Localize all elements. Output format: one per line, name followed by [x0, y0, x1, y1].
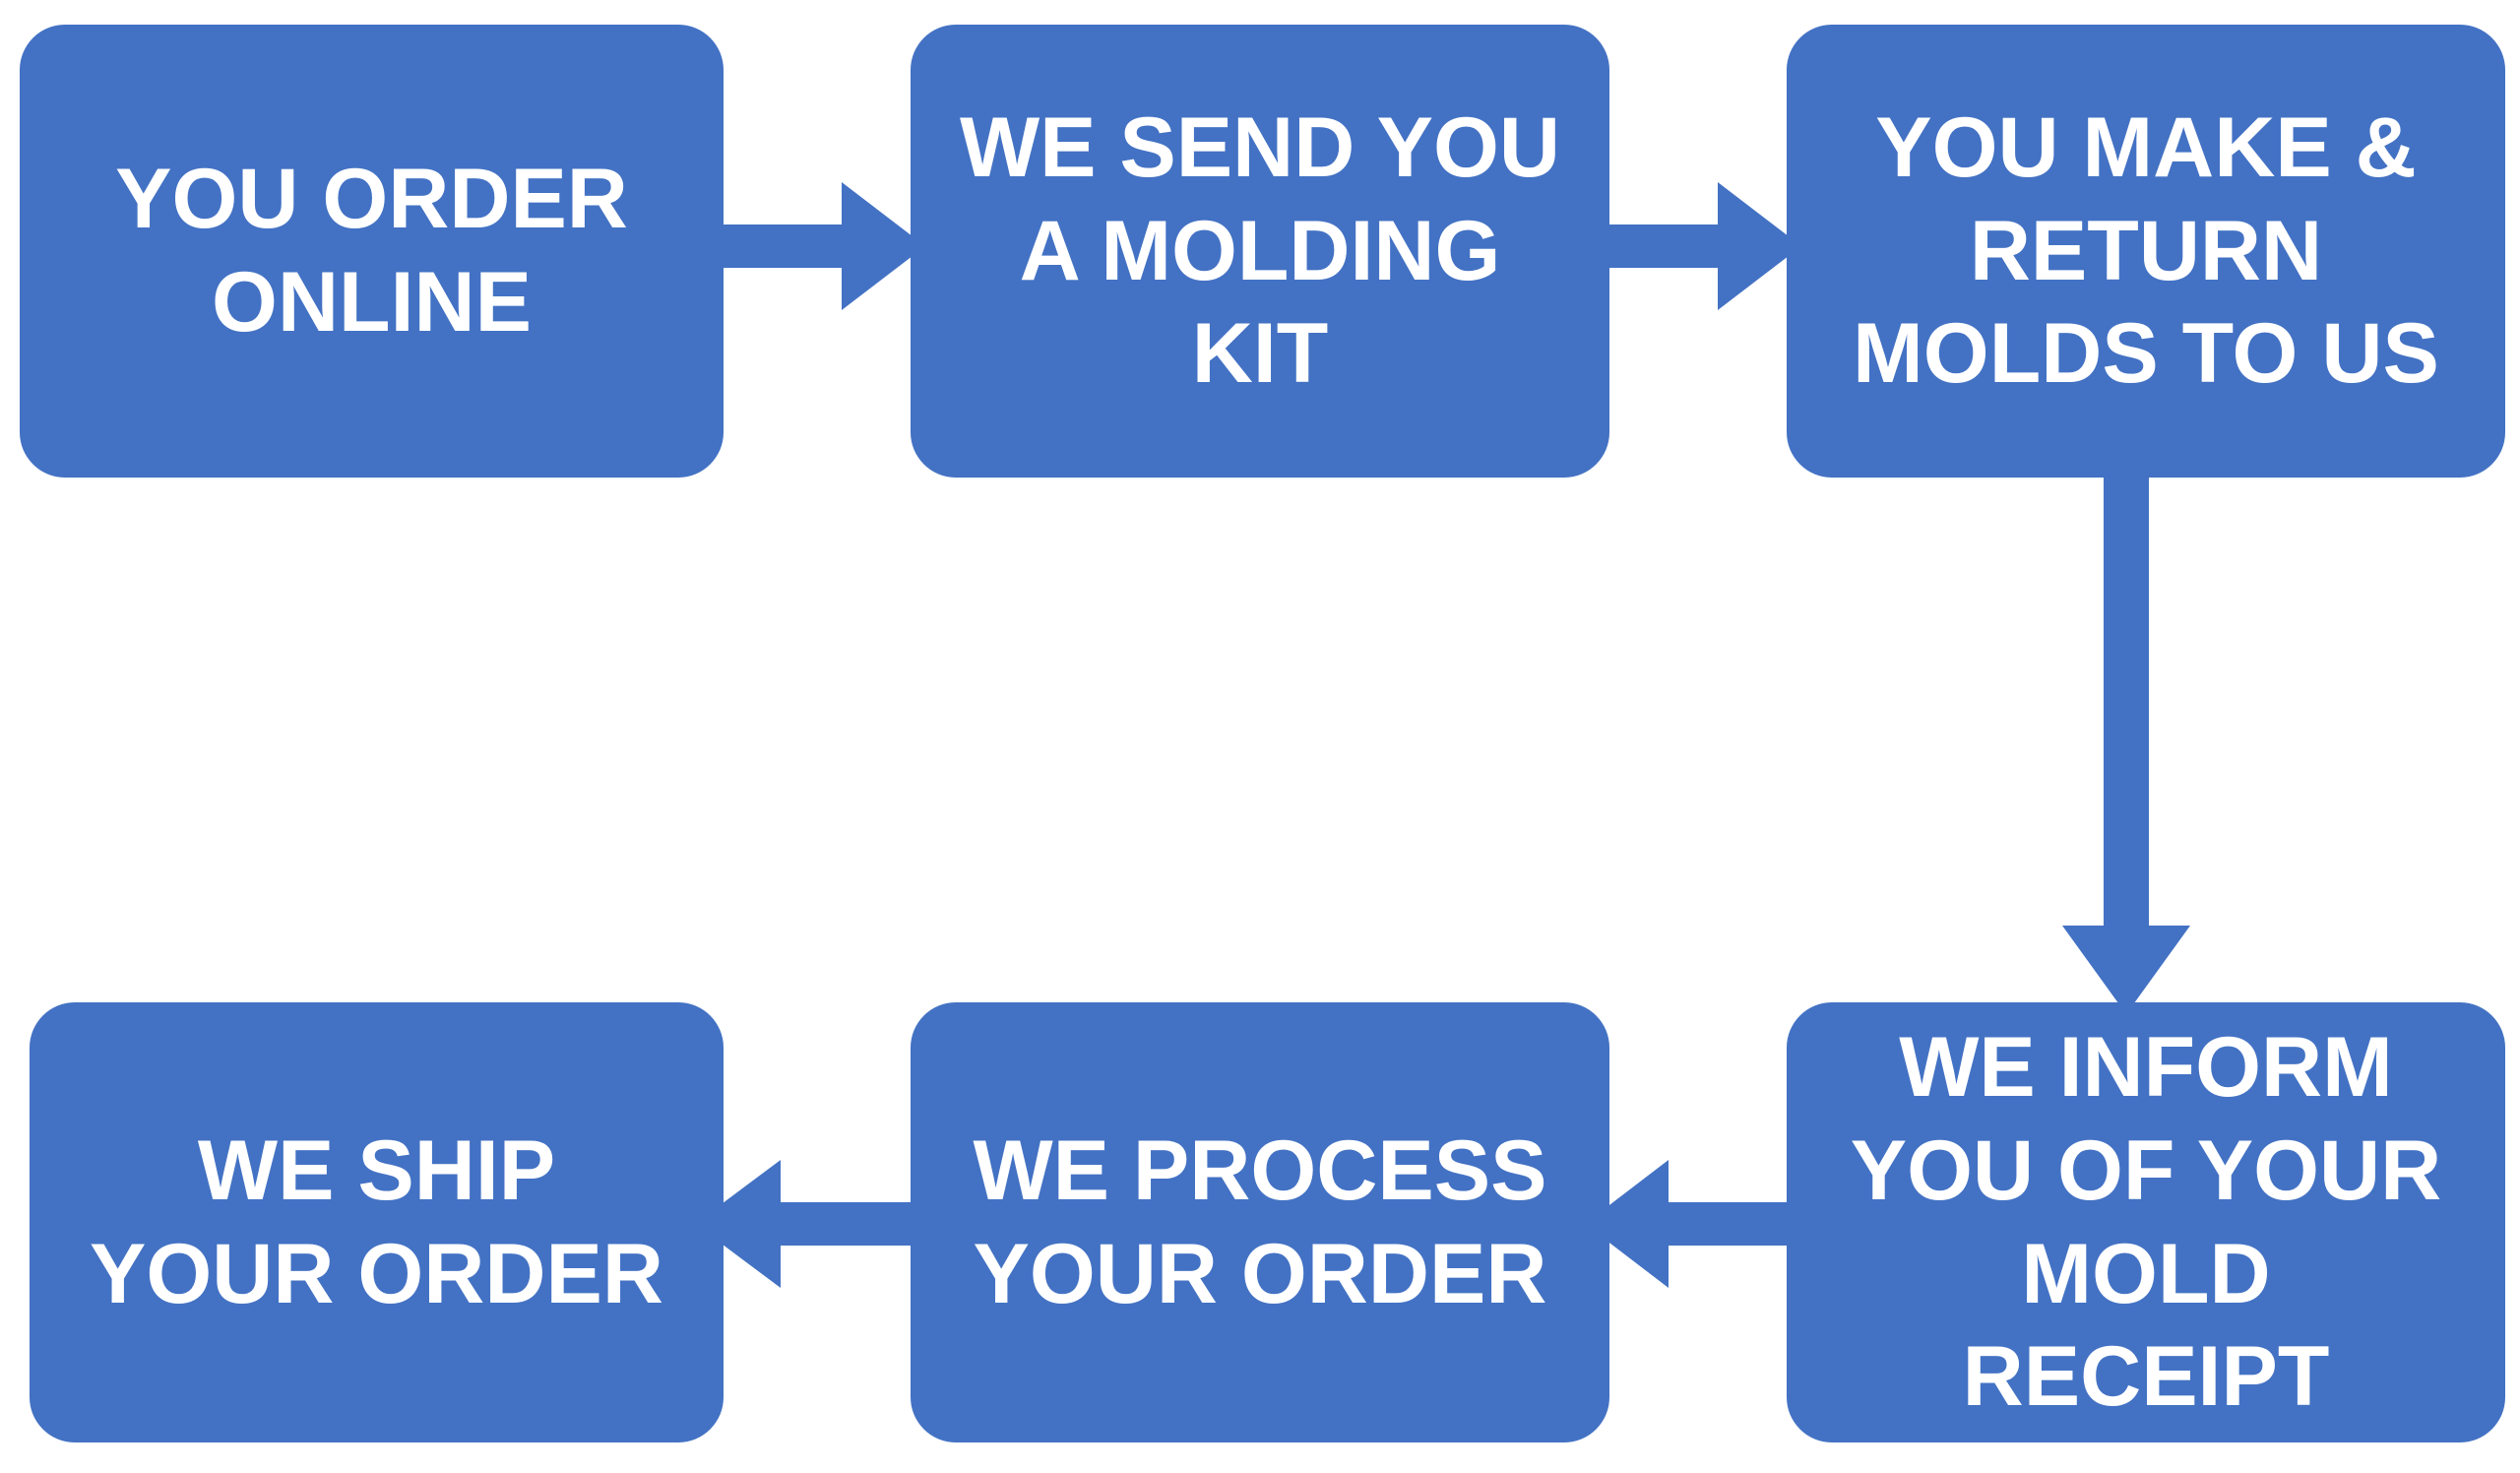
arrow-step-5-to-step-6	[695, 1160, 923, 1288]
flow-node-step-1[interactable]: YOU ORDER ONLINE	[20, 25, 724, 478]
arrow-step-2-to-step-3	[1575, 182, 1801, 310]
arrow-step-3-to-step-4	[2062, 463, 2190, 1014]
arrow-step-1-to-step-2	[689, 182, 925, 310]
flow-node-step-3[interactable]: YOU MAKE & RETURN MOLDS TO US	[1787, 25, 2505, 478]
flow-node-step-6[interactable]: WE SHIP YOUR ORDER	[30, 1002, 724, 1442]
arrow-step-4-to-step-5	[1585, 1160, 1811, 1288]
flow-node-step-4[interactable]: WE INFORM YOU OF YOUR MOLD RECEIPT	[1787, 1002, 2505, 1442]
flow-node-step-5[interactable]: WE PROCESS YOUR ORDER	[911, 1002, 1609, 1442]
flow-node-step-2[interactable]: WE SEND YOU A MOLDING KIT	[911, 25, 1609, 478]
